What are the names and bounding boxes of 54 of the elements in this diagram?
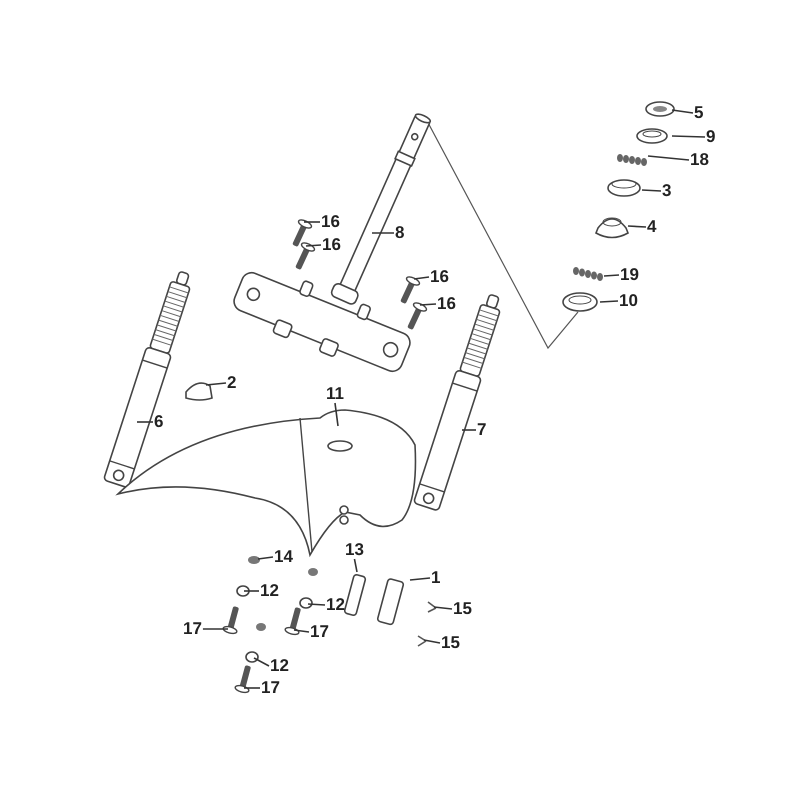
leader-line: [672, 135, 706, 138]
callout-number: 17: [183, 620, 202, 638]
leader-line: [372, 232, 394, 234]
callout-number: 16: [322, 236, 341, 254]
leader-line: [462, 429, 476, 431]
leader-line: [648, 155, 690, 161]
leader-line: [294, 629, 310, 633]
callout-number: 5: [694, 104, 704, 122]
callout-number: 15: [453, 600, 472, 618]
leader-line: [600, 300, 618, 303]
callout-number: 2: [227, 374, 236, 392]
callout-number: 10: [619, 292, 638, 310]
callout-number: 4: [647, 218, 656, 236]
leader-line: [254, 657, 270, 667]
callout-number: 16: [430, 268, 449, 286]
callout-number: 6: [154, 413, 164, 431]
callout-number: 16: [321, 213, 340, 231]
callout-number: 17: [310, 623, 329, 641]
callout-number: 13: [345, 541, 364, 559]
callout-number: 1: [431, 569, 440, 587]
callout-number: 16: [437, 295, 456, 313]
leader-line: [642, 189, 662, 192]
callout-number: 8: [395, 224, 404, 242]
callout-number: 14: [274, 548, 293, 566]
leader-line: [420, 303, 436, 306]
callout-number: 12: [270, 657, 289, 675]
leader-line: [206, 382, 226, 386]
leader-line: [604, 274, 620, 277]
callout-number: 19: [620, 266, 639, 284]
leader-line: [414, 276, 430, 280]
leader-line: [354, 558, 358, 572]
leader-line: [258, 556, 274, 560]
callout-number: 7: [477, 421, 486, 439]
leader-line: [306, 244, 322, 247]
callout-number: 15: [441, 634, 460, 652]
callout-number: 3: [662, 182, 672, 200]
leader-line: [434, 606, 452, 610]
callout-number: 11: [326, 385, 344, 403]
leader-line: [424, 639, 440, 644]
callout-number: 17: [261, 679, 280, 697]
leader-line: [304, 221, 320, 223]
leader-line: [244, 687, 260, 689]
leader-line: [137, 421, 153, 423]
callout-number: 12: [326, 596, 345, 614]
leader-line: [308, 603, 326, 606]
callout-number: 9: [706, 128, 716, 146]
leader-line: [202, 628, 228, 630]
leader-line: [410, 577, 430, 581]
leader-line: [334, 402, 339, 426]
leader-line: [628, 225, 646, 228]
leader-line: [672, 109, 694, 114]
callout-number: 18: [690, 151, 709, 169]
leader-line: [244, 590, 259, 592]
callout-number: 12: [260, 582, 279, 600]
